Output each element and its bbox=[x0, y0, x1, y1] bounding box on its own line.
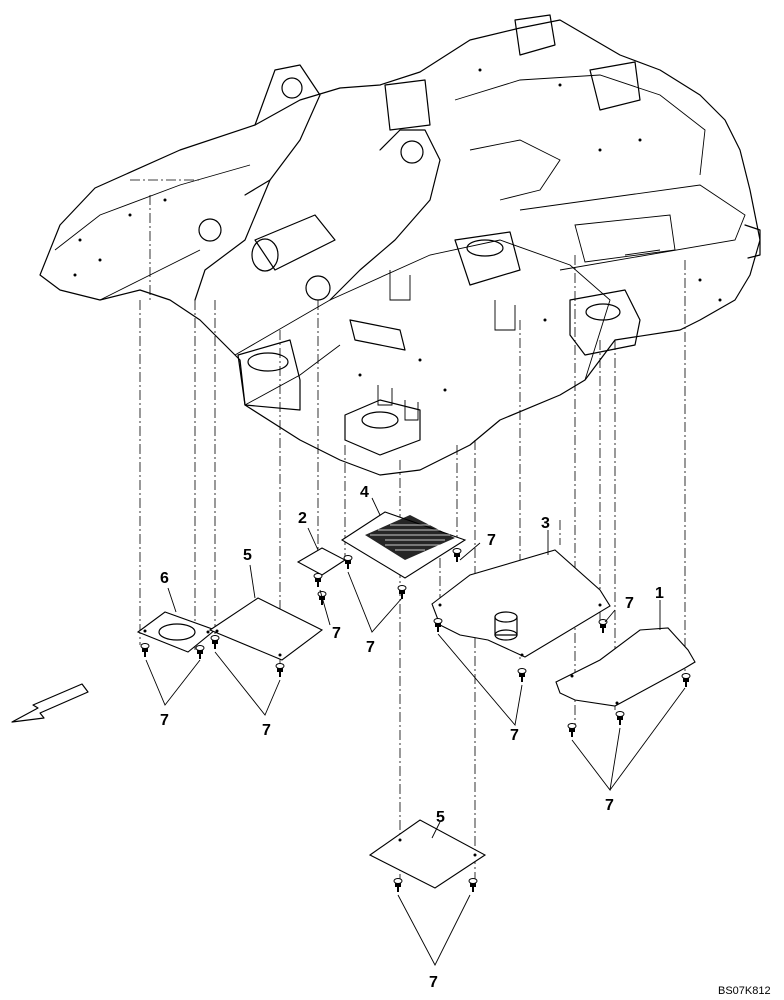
bolt-icon bbox=[275, 663, 285, 677]
callout-5-left: 5 bbox=[243, 547, 252, 564]
bolt-icon bbox=[433, 618, 443, 632]
callout-7: 7 bbox=[625, 595, 634, 612]
callout-7: 7 bbox=[429, 974, 438, 991]
callout-4: 4 bbox=[360, 484, 369, 501]
callout-7: 7 bbox=[510, 727, 519, 744]
drawing-code: BS07K812 bbox=[718, 985, 771, 997]
callout-7: 7 bbox=[366, 639, 375, 656]
leader-lines bbox=[145, 497, 686, 966]
part-2-plate bbox=[296, 547, 347, 576]
bolt-icon bbox=[140, 643, 150, 657]
callout-7: 7 bbox=[487, 532, 496, 549]
callout-5-bottom: 5 bbox=[436, 809, 445, 826]
part-1-plate bbox=[555, 627, 696, 707]
bolt-icon bbox=[195, 645, 205, 659]
callout-7: 7 bbox=[160, 712, 169, 729]
bolt-icon bbox=[598, 619, 608, 633]
bolt-icon bbox=[615, 711, 625, 725]
bolts bbox=[140, 548, 691, 892]
part-5-plate-left bbox=[208, 597, 324, 661]
callout-6: 6 bbox=[160, 570, 169, 587]
bolt-icon bbox=[567, 723, 577, 737]
bolt-icon bbox=[313, 573, 323, 587]
callout-3: 3 bbox=[541, 515, 550, 532]
upper-frame bbox=[39, 14, 761, 476]
bolt-icon bbox=[397, 585, 407, 599]
bolt-icon bbox=[210, 635, 220, 649]
bolt-icon bbox=[517, 668, 527, 682]
callout-7: 7 bbox=[262, 722, 271, 739]
callout-labels: 6 5 2 4 3 1 5 7 7 7 7 7 7 7 7 7 bbox=[160, 484, 664, 991]
bolt-icon bbox=[452, 548, 462, 562]
front-arrow-icon bbox=[11, 683, 89, 723]
bolt-icon bbox=[468, 878, 478, 892]
part-4-grille bbox=[340, 511, 467, 579]
part-5-plate-bottom bbox=[368, 819, 487, 889]
callout-7: 7 bbox=[332, 625, 341, 642]
callout-7: 7 bbox=[605, 797, 614, 814]
part-3-plate bbox=[431, 549, 611, 658]
callout-1: 1 bbox=[655, 585, 664, 602]
bolt-icon bbox=[393, 878, 403, 892]
callout-2: 2 bbox=[298, 510, 307, 527]
bolt-icon bbox=[343, 555, 353, 569]
bolt-icon bbox=[681, 673, 691, 687]
